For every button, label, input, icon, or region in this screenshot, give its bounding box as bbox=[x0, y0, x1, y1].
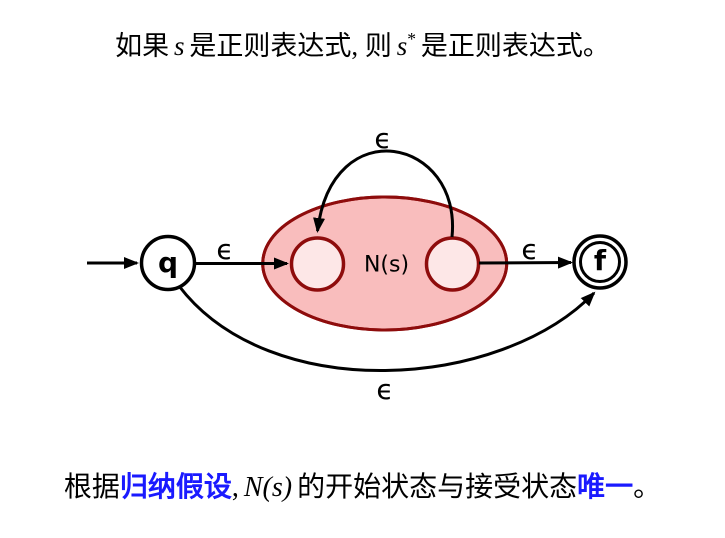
title-mid: 是正则表达式, 则 bbox=[189, 31, 392, 61]
math-var-s: s bbox=[173, 31, 185, 61]
math-var-s-star-sup: * bbox=[407, 29, 416, 49]
math-var-s-star-base: s bbox=[396, 31, 408, 61]
state-f-label: f bbox=[594, 244, 607, 277]
state-f-inner-ring bbox=[579, 241, 621, 283]
footer-period: 。 bbox=[633, 472, 662, 503]
state-q bbox=[139, 234, 197, 292]
title-pre: 如果 bbox=[115, 31, 170, 61]
math-var-s-star: s* bbox=[396, 29, 416, 61]
epsilon-label-top: ϵ bbox=[374, 122, 391, 155]
title-post: 是正则表达式。 bbox=[420, 31, 610, 61]
epsilon-label-right: ϵ bbox=[521, 233, 538, 266]
edge-loop-back bbox=[313, 149, 454, 238]
ns-label: N(s) bbox=[364, 253, 409, 278]
epsilon-label-left: ϵ bbox=[216, 233, 233, 266]
highlight-induction-hypothesis: 归纳假设 bbox=[119, 472, 232, 503]
math-expr-ns: N(s) bbox=[243, 472, 293, 503]
highlight-unique: 唯一 bbox=[577, 472, 634, 503]
edge-bypass bbox=[177, 285, 596, 372]
edge-ns-to-f bbox=[478, 256, 573, 269]
ns-start-state bbox=[289, 236, 346, 292]
epsilon-label-bottom: ϵ bbox=[376, 373, 393, 406]
footer-mid: 的开始状态与接受状态 bbox=[297, 472, 578, 503]
footer-line: 根据归纳假设,N(s)的开始状态与接受状态唯一。 bbox=[0, 470, 725, 505]
footer-comma: , bbox=[231, 472, 239, 503]
ns-accept-state bbox=[424, 236, 481, 292]
footer-pre: 根据 bbox=[63, 472, 120, 503]
state-q-label: q bbox=[158, 246, 178, 279]
